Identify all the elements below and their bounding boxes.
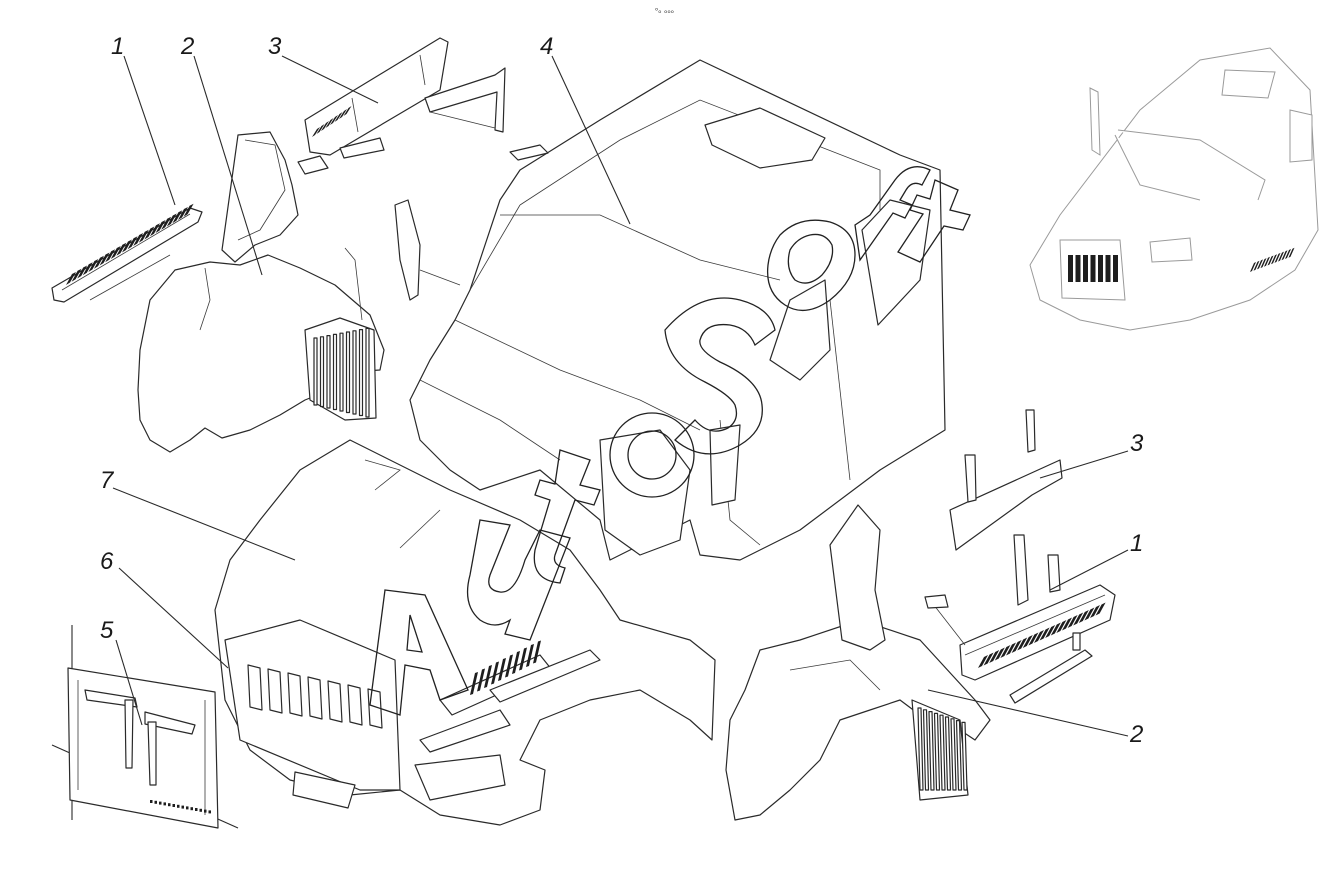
leader-lines: [112, 55, 1129, 737]
callout-4: 4: [540, 33, 553, 60]
step-plate-left: [51, 203, 203, 303]
callout-5: 5: [100, 617, 114, 644]
callout-7: 7: [100, 467, 115, 494]
callout-6: 6: [100, 548, 114, 575]
callout-2-right: 2: [1129, 721, 1143, 748]
mudguard-left: [137, 131, 385, 453]
assembled-truck-inset: [1029, 47, 1319, 331]
mud-flap: [51, 625, 239, 829]
callout-1-right: 1: [1130, 530, 1143, 557]
callout-1-left: 1: [111, 33, 124, 60]
callout-labels: 1 2 3 4 7 6 5 3 1 2: [100, 33, 1144, 748]
side-panel-right: [949, 409, 1063, 551]
top-mark: ᵒₒ ₒₒₒ: [655, 6, 674, 15]
hood: [214, 439, 716, 826]
side-panel-left: [297, 37, 506, 175]
callout-3-left: 3: [268, 33, 282, 60]
callout-3-right: 3: [1130, 430, 1144, 457]
watermark-autosoft: [369, 166, 971, 716]
cab-body: [344, 59, 946, 561]
step-plate-right: [924, 534, 1116, 704]
callout-2-left: 2: [180, 33, 194, 60]
mudguard-right: [725, 504, 991, 821]
